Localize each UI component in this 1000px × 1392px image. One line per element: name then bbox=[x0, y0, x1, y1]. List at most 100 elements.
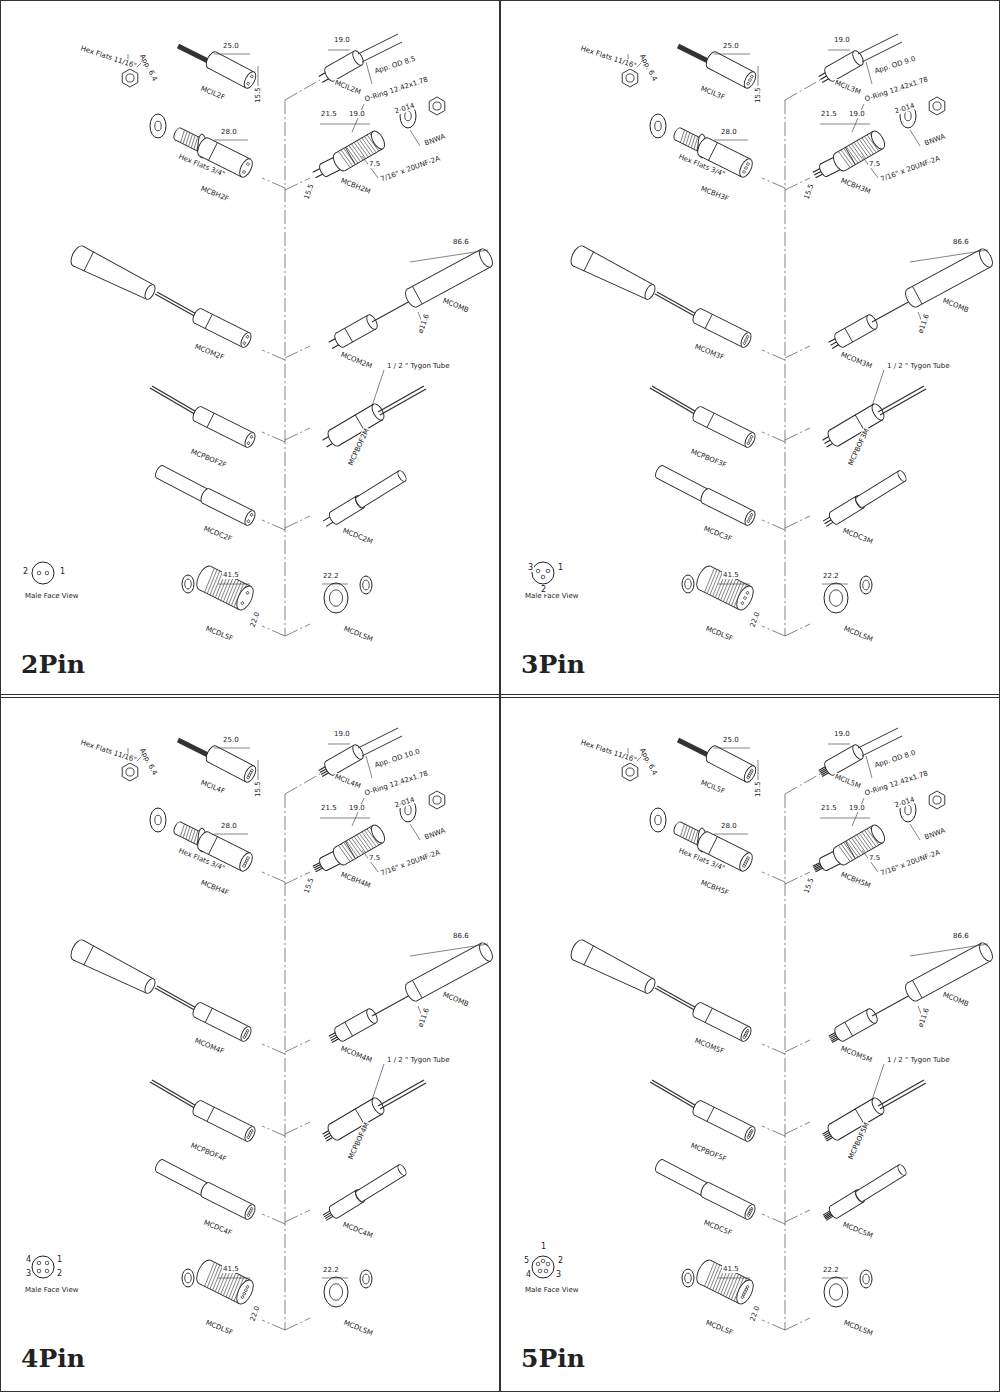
body-edge bbox=[417, 961, 491, 1001]
part-label: MCIL5M bbox=[833, 772, 863, 790]
socket-hole bbox=[243, 341, 246, 344]
connector-part bbox=[316, 743, 365, 780]
body-edge bbox=[82, 940, 155, 979]
center-line bbox=[785, 1318, 810, 1330]
body-edge bbox=[338, 508, 364, 524]
socket-hole bbox=[750, 435, 753, 438]
part-face bbox=[743, 1125, 757, 1143]
part-label: 86.6 bbox=[452, 932, 470, 940]
part-label: MCBH5M bbox=[839, 870, 873, 890]
body-edge bbox=[216, 52, 254, 72]
part-label: MCIL3F bbox=[699, 84, 727, 102]
coupling-nut-bore bbox=[329, 1284, 342, 1301]
body-edge bbox=[657, 1172, 703, 1196]
socket-hole bbox=[744, 166, 747, 169]
thread-line bbox=[187, 828, 195, 841]
dimension-line bbox=[820, 124, 870, 125]
thread-line bbox=[681, 131, 689, 144]
part-label: MCOM2M bbox=[339, 350, 374, 371]
part-label: 25.0 bbox=[722, 736, 740, 744]
part-label: ø11.6 bbox=[916, 1006, 931, 1029]
face-pin bbox=[541, 1259, 545, 1263]
dimension-line bbox=[214, 834, 248, 835]
face-view bbox=[32, 1256, 54, 1278]
body-edge bbox=[329, 404, 373, 430]
part-label: 19.0 bbox=[333, 730, 351, 738]
part-label: 7/16" x 20UNF-2A bbox=[379, 154, 442, 184]
cable-wire bbox=[872, 300, 912, 322]
connector-part bbox=[191, 1001, 253, 1043]
panel-illustration bbox=[532, 728, 995, 1330]
part-label: MCBH4F bbox=[199, 878, 231, 897]
face-pin bbox=[546, 569, 550, 573]
center-line bbox=[785, 178, 810, 190]
leader-line bbox=[918, 312, 922, 322]
body-edge bbox=[844, 1023, 876, 1041]
cable-wire bbox=[378, 386, 424, 412]
part-body bbox=[194, 1101, 253, 1141]
part-label: BNWA bbox=[923, 826, 948, 842]
panel-illustration bbox=[532, 34, 995, 636]
band-line bbox=[845, 147, 855, 164]
face-pin bbox=[536, 569, 540, 573]
cable-wire bbox=[157, 292, 200, 316]
socket-hole bbox=[746, 591, 749, 594]
thread-line bbox=[341, 149, 353, 167]
band-line bbox=[584, 946, 594, 966]
body-edge bbox=[194, 1115, 246, 1141]
body-edge bbox=[857, 1165, 899, 1191]
connector-part bbox=[403, 941, 495, 1003]
band-line bbox=[345, 147, 355, 164]
cable-wire bbox=[155, 988, 198, 1012]
center-line bbox=[785, 428, 810, 440]
washer bbox=[400, 104, 416, 128]
body-edge bbox=[363, 1175, 405, 1201]
connector-part bbox=[820, 402, 887, 451]
leader-line bbox=[362, 156, 378, 178]
connector-part bbox=[191, 405, 257, 449]
part-label: 25.0 bbox=[222, 736, 240, 744]
cable-wire bbox=[655, 294, 698, 318]
panel-title: 3Pin bbox=[521, 650, 585, 679]
pin-number: 5 bbox=[523, 1256, 530, 1265]
cable-wire bbox=[362, 42, 402, 62]
cable-wire bbox=[150, 1082, 198, 1110]
thread-line bbox=[689, 829, 697, 842]
thread-line bbox=[849, 144, 861, 162]
part-label: 19.0 bbox=[848, 804, 866, 812]
leader-line bbox=[918, 1006, 922, 1016]
body-edge bbox=[210, 489, 254, 511]
connector-part bbox=[831, 823, 888, 867]
center-line bbox=[785, 100, 786, 636]
body-edge bbox=[657, 478, 703, 502]
face-pin bbox=[541, 575, 545, 579]
part-label: App. OD 8.5 bbox=[373, 54, 418, 75]
part-label: MCPBOF5F bbox=[689, 1141, 729, 1163]
body-edge bbox=[202, 503, 246, 525]
hex-nut bbox=[622, 763, 638, 781]
o-ring-bore bbox=[863, 1274, 870, 1284]
part-label: 1 / 2 " Tygon Tube bbox=[386, 1056, 451, 1064]
dimension-line bbox=[214, 140, 248, 141]
cable-wire bbox=[650, 1082, 698, 1110]
body-edge bbox=[336, 315, 368, 333]
cable-wire bbox=[362, 736, 402, 756]
part-label: 22.2 bbox=[322, 572, 340, 580]
part-face bbox=[869, 129, 888, 151]
leader-line bbox=[418, 312, 422, 322]
center-line bbox=[762, 1214, 785, 1224]
band-line bbox=[855, 415, 864, 430]
part-label: 21.5 bbox=[820, 110, 838, 118]
o-ring bbox=[182, 575, 194, 593]
leader-line bbox=[866, 62, 872, 84]
body-edge bbox=[344, 329, 376, 347]
cable-wire bbox=[378, 1080, 424, 1106]
socket-hole bbox=[750, 75, 754, 79]
thread-line bbox=[854, 141, 866, 159]
part-label: 41.5 bbox=[222, 571, 240, 579]
part-label: 7/16" x 20UNF-2A bbox=[879, 848, 942, 878]
thread-line bbox=[844, 841, 856, 859]
connector-part bbox=[191, 307, 253, 349]
part-face bbox=[233, 583, 256, 612]
coupling-nut bbox=[324, 583, 348, 613]
